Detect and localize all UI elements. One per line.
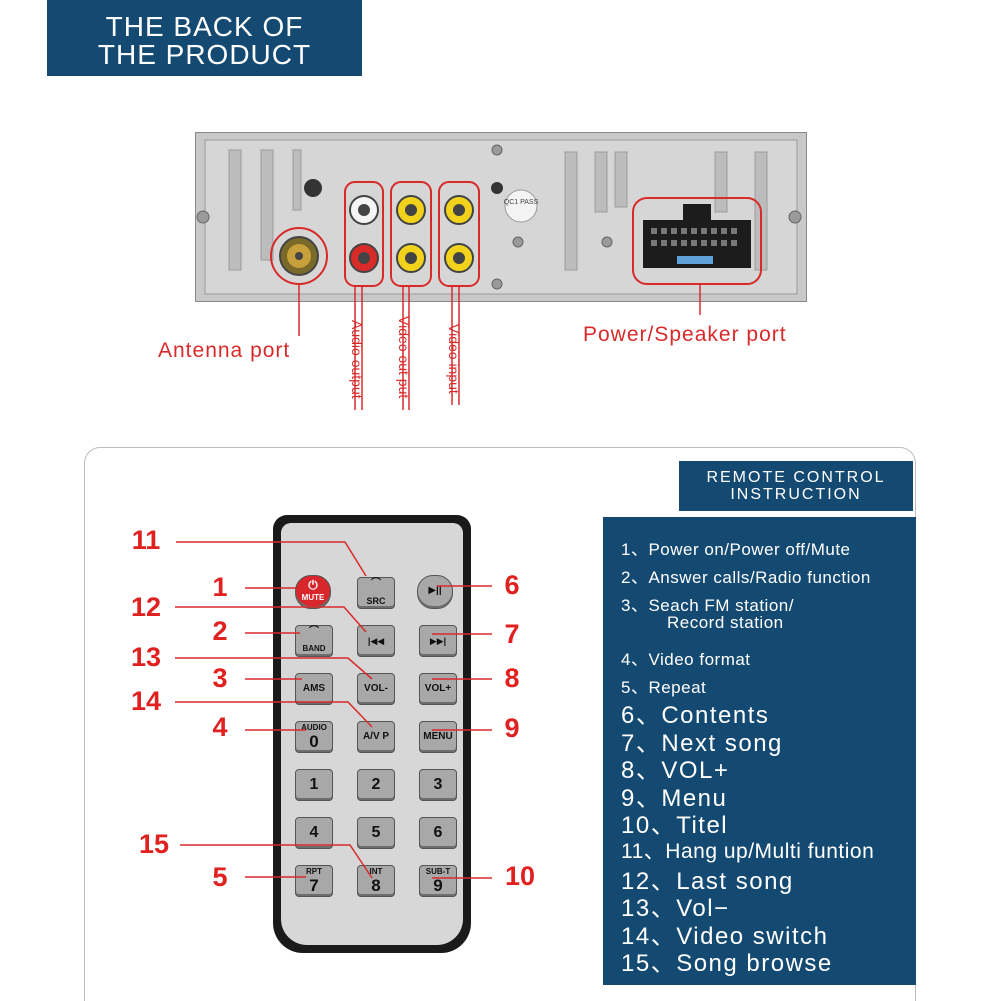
rpt-7-button[interactable]: RPT 7 — [295, 865, 333, 897]
power-speaker-port-label: Power/Speaker port — [583, 323, 787, 346]
callout-1: 1 — [212, 572, 228, 602]
digit-0: 0 — [309, 732, 319, 751]
callout-7: 7 — [504, 619, 520, 649]
instruction-item: 3、Seach FM station/ — [621, 596, 794, 615]
callout-14: 14 — [130, 686, 162, 716]
next-button[interactable]: ▶▶| — [419, 625, 457, 657]
subt-label: SUB-T — [425, 867, 451, 876]
play-pause-icon: ▶|| — [428, 585, 442, 596]
instruction-item: 13、Vol− — [621, 895, 730, 922]
remote-title-line-2: INSTRUCTION — [730, 486, 862, 503]
int-8-button[interactable]: INT 8 — [357, 865, 395, 897]
callout-6: 6 — [504, 570, 520, 600]
leader-11 — [176, 541, 367, 577]
callout-2: 2 — [212, 616, 228, 646]
digit-1-button[interactable]: 1 — [295, 769, 333, 801]
remote-instruction-title: REMOTE CONTROL INSTRUCTION — [679, 461, 913, 511]
menu-label: MENU — [423, 731, 453, 742]
header-line-2: THE PRODUCT — [97, 39, 312, 70]
callout-15: 15 — [138, 829, 170, 859]
instruction-item: 5、Repeat — [621, 678, 707, 697]
audio-0-button[interactable]: AUDIO 0 — [295, 721, 333, 753]
digit-9: 9 — [433, 876, 443, 895]
callout-10: 10 — [504, 861, 536, 891]
remote-face: ⏻ MUTE ⌒ SRC ▶|| ⌒ BAND |◀◀ ▶▶| AMS VOL-… — [281, 523, 463, 945]
callout-4: 4 — [212, 712, 228, 742]
digit-7: 7 — [309, 876, 319, 895]
vol-plus-label: VOL+ — [424, 683, 452, 694]
digit-8: 8 — [371, 876, 381, 895]
hangup-icon: ⌒ — [371, 578, 381, 589]
rpt-label: RPT — [306, 867, 322, 876]
instruction-item: 4、Video format — [621, 650, 751, 669]
callout-3: 3 — [212, 663, 228, 693]
mute-button[interactable]: ⏻ MUTE — [295, 575, 331, 609]
src-label: SRC — [366, 596, 386, 606]
video-input-label: Video input — [446, 324, 462, 394]
play-pause-button[interactable]: ▶|| — [417, 575, 453, 609]
audio-label: AUDIO — [301, 723, 327, 732]
instruction-item: 15、Song browse — [621, 950, 833, 977]
instruction-panel: 1、Power on/Power off/Mute 2、Answer calls… — [603, 517, 916, 985]
instruction-item: 1、Power on/Power off/Mute — [621, 540, 851, 559]
video-out-label: Video out put — [396, 316, 412, 399]
band-label: BAND — [302, 644, 326, 653]
power-icon: ⏻ — [308, 578, 318, 592]
callout-12: 12 — [130, 592, 162, 622]
instruction-item: 12、Last song — [621, 868, 794, 895]
instruction-item: 2、Answer calls/Radio function — [621, 568, 871, 587]
vol-minus-label: VOL- — [364, 683, 388, 694]
product-back-panel: QC1 PASS — [195, 132, 807, 302]
mute-label: MUTE — [301, 593, 325, 602]
subt-9-button[interactable]: SUB-T 9 — [419, 865, 457, 897]
antenna-port-label: Antenna port — [158, 339, 291, 362]
menu-button[interactable]: MENU — [419, 721, 457, 753]
leader-13 — [175, 657, 373, 680]
remote-title-line-1: REMOTE CONTROL — [706, 469, 886, 486]
callout-13: 13 — [130, 642, 162, 672]
digit-4-button[interactable]: 4 — [295, 817, 333, 849]
header-line-1: THE BACK OF — [105, 11, 304, 42]
back-panel-leaders — [298, 284, 701, 410]
instruction-item: Record station — [667, 613, 784, 632]
previous-icon: |◀◀ — [367, 636, 385, 646]
band-button[interactable]: ⌒ BAND — [295, 625, 333, 657]
digit-3-button[interactable]: 3 — [419, 769, 457, 801]
previous-button[interactable]: |◀◀ — [357, 625, 395, 657]
callout-8: 8 — [504, 663, 520, 693]
instruction-item: 9、Menu — [621, 785, 728, 812]
digit-6-button[interactable]: 6 — [419, 817, 457, 849]
instruction-item: 8、VOL+ — [621, 757, 730, 784]
callout-11: 11 — [131, 525, 161, 555]
instruction-item: 14、Video switch — [621, 923, 829, 950]
digit-2-button[interactable]: 2 — [357, 769, 395, 801]
callout-5: 5 — [212, 862, 228, 892]
instruction-item: 6、Contents — [621, 702, 770, 729]
remote-control: ⏻ MUTE ⌒ SRC ▶|| ⌒ BAND |◀◀ ▶▶| AMS VOL-… — [273, 515, 471, 953]
header-banner: THE BACK OF THE PRODUCT — [47, 0, 362, 76]
avp-label: A/V P — [362, 731, 390, 742]
leader-12 — [175, 606, 367, 633]
next-icon: ▶▶| — [429, 636, 447, 646]
answer-call-icon: ⌒ — [309, 626, 319, 637]
leader-15 — [180, 844, 373, 879]
qc-sticker: QC1 PASS — [504, 199, 539, 206]
src-button[interactable]: ⌒ SRC — [357, 577, 395, 609]
vol-minus-button[interactable]: VOL- — [357, 673, 395, 705]
callout-9: 9 — [504, 713, 520, 743]
audio-output-label: Audio output — [349, 320, 365, 399]
digit-5-button[interactable]: 5 — [357, 817, 395, 849]
instruction-item: 11、Hang up/Multi funtion — [621, 840, 875, 863]
instruction-item: 10、Titel — [621, 812, 729, 839]
leader-14 — [175, 701, 373, 728]
avp-button[interactable]: A/V P — [357, 721, 395, 753]
ams-label: AMS — [302, 683, 326, 694]
int-label: INT — [369, 867, 383, 876]
instruction-item: 7、Next song — [621, 730, 783, 757]
